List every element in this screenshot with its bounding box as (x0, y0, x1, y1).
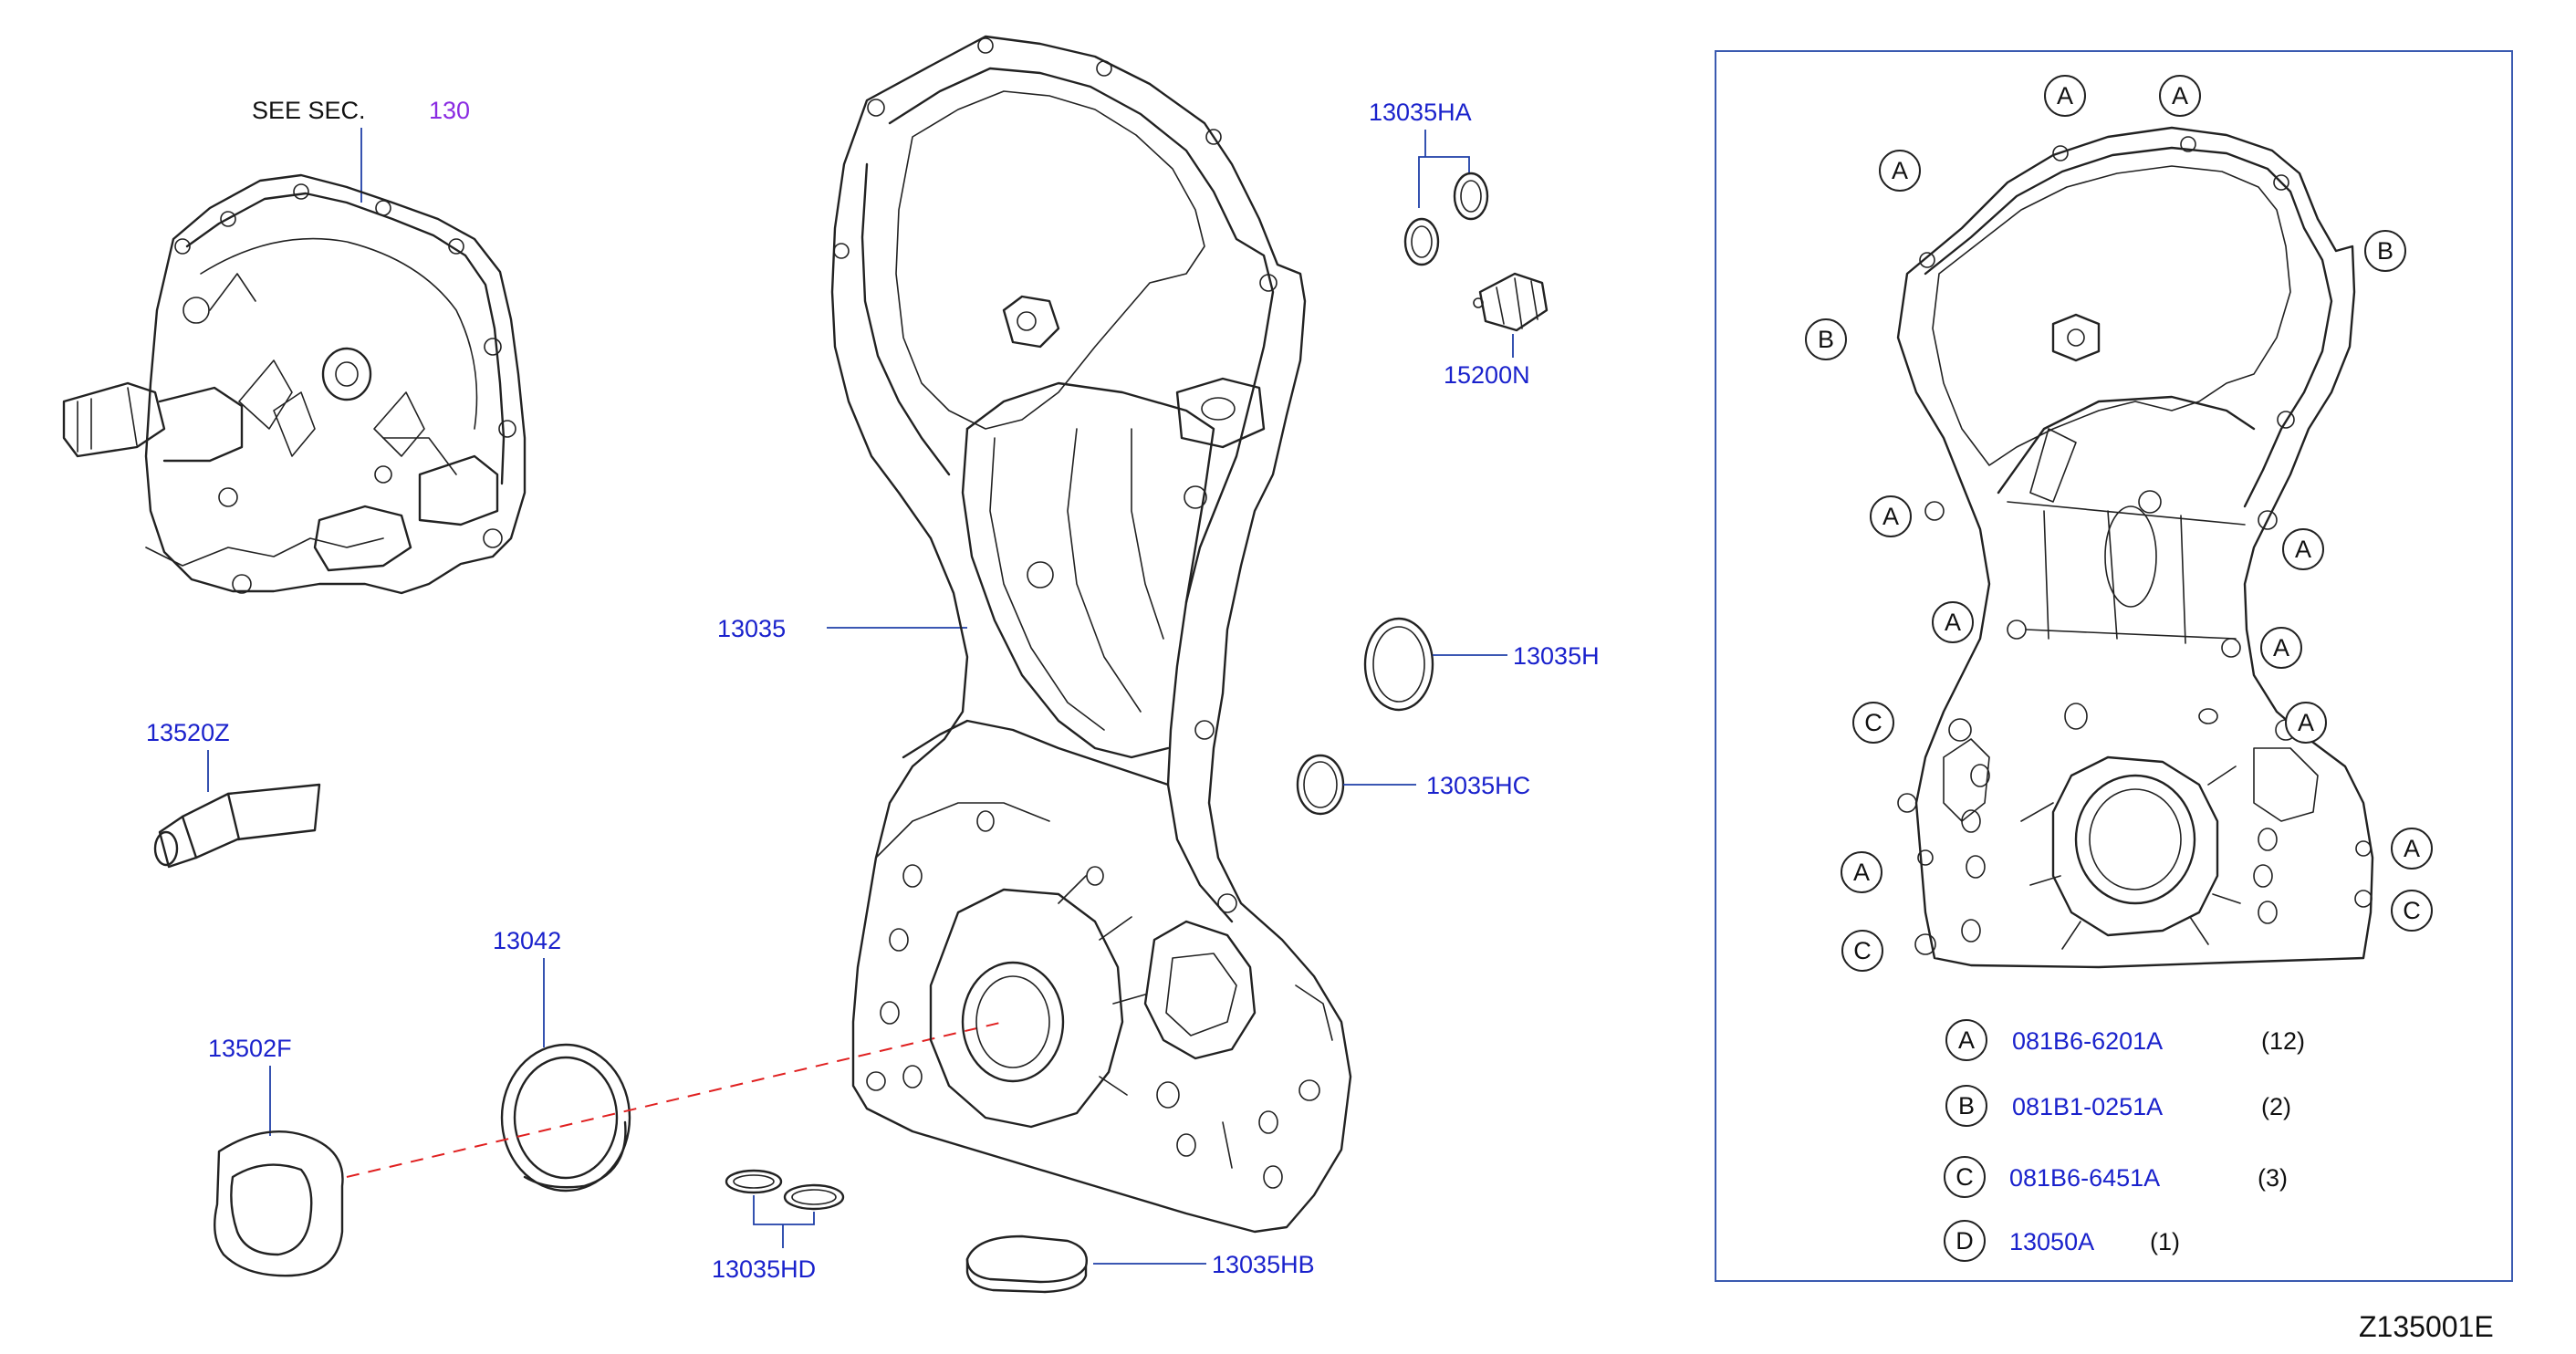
diagram-id: Z135001E (2359, 1310, 2494, 1343)
part-13035H-ring[interactable]: 13035H (1363, 617, 1600, 712)
label-15200N[interactable]: 15200N (1444, 361, 1530, 389)
part-13035HB-gasket[interactable]: 13035HB (965, 1234, 1315, 1294)
label-13035HC[interactable]: 13035HC (1426, 772, 1530, 799)
medium-o-ring-icon (1296, 754, 1345, 816)
callout-c-left-1[interactable]: C (1852, 702, 1894, 744)
strainer-filter-icon (1473, 272, 1549, 332)
svg-text:C: C (2403, 897, 2421, 924)
callout-a-right-4[interactable]: A (2391, 828, 2433, 870)
svg-text:C: C (1853, 937, 1872, 964)
legend-part-number: 13050A (2009, 1228, 2094, 1255)
sealant-tube-icon (153, 783, 321, 869)
callout-c-right[interactable]: C (2391, 890, 2433, 932)
see-section-prefix: SEE SEC. (252, 97, 366, 124)
label-13520Z[interactable]: 13520Z (146, 719, 230, 746)
svg-text:D: D (1955, 1227, 1974, 1255)
oil-seal-ring-icon (500, 1043, 631, 1193)
legend-quantity: (1) (2150, 1228, 2180, 1255)
svg-text:A: A (1853, 859, 1870, 886)
small-o-ring-icon (725, 1169, 845, 1211)
svg-text:B: B (2377, 237, 2393, 265)
legend-row-d[interactable]: D 13050A (1) (1944, 1220, 2180, 1262)
callout-a-left-mid[interactable]: A (1870, 495, 1912, 537)
part-13502F-crank-spacer[interactable]: 13502F (208, 1035, 344, 1277)
svg-text:A: A (2172, 82, 2188, 109)
spacer-collar-icon (214, 1130, 344, 1277)
callout-a-top-2[interactable]: A (2159, 75, 2201, 117)
svg-text:A: A (2298, 709, 2314, 736)
legend-row-a[interactable]: A 081B6-6201A (12) (1945, 1019, 2305, 1061)
svg-text:B: B (1958, 1092, 1975, 1120)
svg-text:A: A (2273, 634, 2289, 661)
part-13035-front-cover[interactable]: 13035 (717, 35, 1352, 1234)
part-13520Z-sealant-tube[interactable]: 13520Z (146, 719, 321, 869)
legend-row-c[interactable]: C 081B6-6451A (3) (1944, 1156, 2288, 1198)
part-15200N-oil-strainer[interactable]: 15200N (1444, 272, 1549, 389)
part-13035HA-o-rings[interactable]: 13035HA (1369, 99, 1489, 266)
callout-a-top-1[interactable]: A (2044, 75, 2086, 117)
callout-c-left-2[interactable]: C (1841, 930, 1883, 972)
label-13035HA[interactable]: 13035HA (1369, 99, 1472, 126)
legend-quantity: (3) (2258, 1164, 2288, 1192)
label-13035HD[interactable]: 13035HD (712, 1255, 816, 1283)
svg-text:A: A (1892, 157, 1908, 184)
front-cover-drawing (830, 35, 1352, 1234)
see-section-reference[interactable]: SEE SEC. 130 (252, 97, 470, 203)
callout-a-right-2[interactable]: A (2260, 627, 2302, 669)
alignment-dashed-line (346, 1021, 1005, 1178)
svg-text:A: A (1945, 609, 1961, 636)
svg-text:A: A (2404, 835, 2420, 862)
callout-a-left-3[interactable]: A (1841, 851, 1882, 893)
bolt-location-panel: A A A B B A A A A C A A A C C A 081B6-62… (1715, 50, 2513, 1282)
svg-text:A: A (1882, 503, 1899, 530)
callout-b-right[interactable]: B (2364, 230, 2406, 272)
svg-text:A: A (2057, 82, 2073, 109)
legend-part-number: 081B6-6201A (2012, 1027, 2163, 1055)
label-13035[interactable]: 13035 (717, 615, 786, 642)
label-13035HB[interactable]: 13035HB (1212, 1251, 1315, 1278)
svg-text:A: A (2295, 536, 2311, 563)
part-13035HD-o-rings[interactable]: 13035HD (712, 1169, 845, 1283)
legend-row-b[interactable]: B 081B1-0251A (2) (1945, 1085, 2291, 1127)
oval-gasket-icon (965, 1234, 1088, 1294)
see-section-number[interactable]: 130 (429, 97, 470, 124)
label-13502F[interactable]: 13502F (208, 1035, 292, 1062)
bolt-legend: A 081B6-6201A (12) B 081B1-0251A (2) C 0… (1944, 1019, 2305, 1262)
o-ring-pair-icon (1403, 172, 1489, 266)
part-13042-front-oil-seal[interactable]: 13042 (493, 927, 631, 1193)
callout-a-right-mid[interactable]: A (2282, 528, 2324, 570)
part-13035HC-ring[interactable]: 13035HC (1296, 754, 1530, 816)
label-13035H[interactable]: 13035H (1513, 642, 1600, 670)
svg-text:A: A (1958, 1026, 1975, 1054)
label-13042[interactable]: 13042 (493, 927, 561, 954)
panel-frame (1715, 50, 2513, 1282)
legend-part-number: 081B6-6451A (2009, 1164, 2160, 1192)
center-boss-icon (321, 347, 372, 401)
svg-text:B: B (1818, 326, 1834, 353)
svg-text:C: C (1955, 1163, 1974, 1191)
callout-b-left[interactable]: B (1805, 318, 1847, 360)
svg-text:C: C (1864, 709, 1882, 736)
bolt-callouts: A A A B B A A A A C A A A C C (1805, 75, 2433, 972)
callout-a-left-2[interactable]: A (1932, 601, 1974, 643)
legend-quantity: (12) (2261, 1027, 2305, 1055)
callout-a-right-3[interactable]: A (2285, 702, 2327, 744)
timing-cover-assembly-drawing (62, 173, 527, 595)
callout-a-left-top[interactable]: A (1879, 150, 1921, 192)
legend-part-number: 081B1-0251A (2012, 1093, 2163, 1120)
large-o-ring-icon (1363, 617, 1434, 712)
legend-quantity: (2) (2261, 1093, 2291, 1120)
